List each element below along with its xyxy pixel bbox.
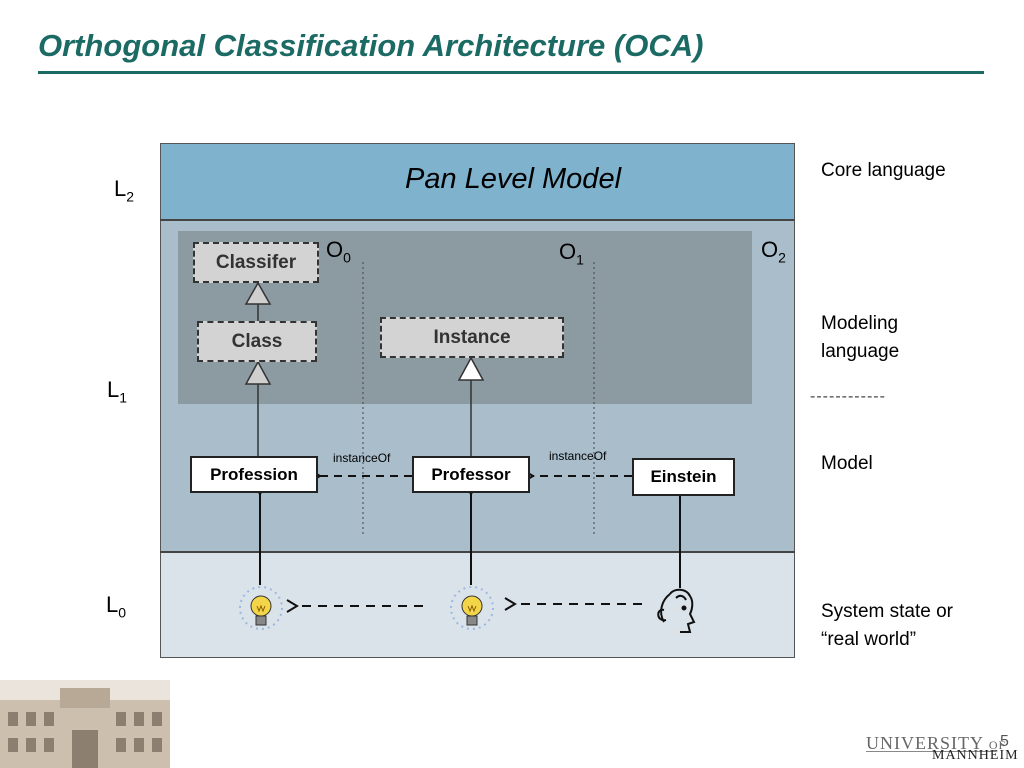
level-l1-label: L1 [107,377,128,406]
side-separator: ------------ [810,388,886,405]
university-building-image [0,680,170,768]
model-label: Model [821,453,873,474]
ortho-o0-label: O0 [326,237,351,266]
classifer-inheritance-triangle [244,281,272,305]
system-state-label: System state or “real world” [821,601,953,650]
class-inheritance-triangle [244,360,272,385]
ortho-o2-label: O2 [761,237,786,266]
page-number: 5 [1000,733,1009,750]
level-l2-label: L2 [114,176,135,205]
slide-title: Orthogonal Classification Architecture (… [38,28,704,63]
class-box: Class [197,321,317,362]
instanceof-label-2: instanceOf [549,449,607,463]
instanceof-label-1: instanceOf [333,451,391,465]
lightbulb-icon [239,586,283,630]
level-l0-label: L0 [106,592,127,621]
university-logo: UNIVERSITY OF [866,733,1007,753]
modeling-language-label: Modeling language [821,313,900,362]
instance-box: Instance [380,317,564,358]
title-rule [38,71,984,74]
lightbulb-icon [450,586,494,630]
person-head-icon [657,588,696,633]
classifer-box: Classifer [193,242,319,283]
level-separator-top [160,219,795,221]
mannheim-logo: MANNHEIM [932,748,1019,763]
level-2-band [160,143,795,220]
level-separator-bottom [160,551,795,553]
profession-box: Profession [190,456,318,493]
einstein-box: Einstein [632,458,735,496]
pan-level-model-label: Pan Level Model [404,163,622,195]
professor-box: Professor [412,456,530,493]
core-language-label: Core language [821,160,946,181]
logo-rule [866,751,996,752]
ortho-o1-label: O1 [559,239,584,268]
instance-inheritance-triangle [457,356,485,381]
